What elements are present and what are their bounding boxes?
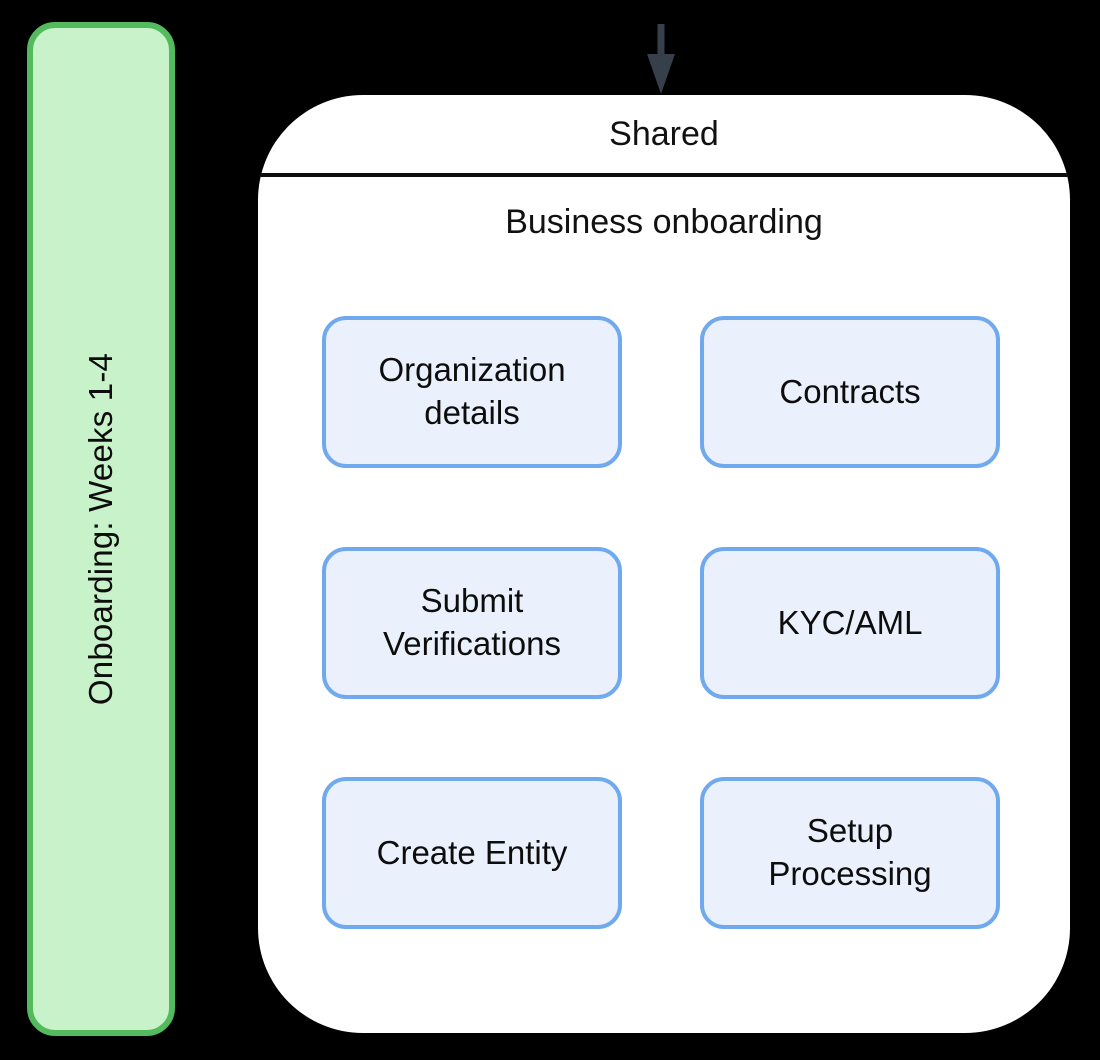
- shared-header: Shared: [258, 95, 1070, 177]
- task-kyc-aml[interactable]: KYC/AML: [700, 547, 1000, 699]
- task-label: Organization details: [378, 351, 566, 431]
- task-contracts[interactable]: Contracts: [700, 316, 1000, 468]
- task-submit-verifications[interactable]: Submit Verifications: [322, 547, 622, 699]
- shared-header-label: Shared: [609, 114, 719, 153]
- business-onboarding-title: Business onboarding: [505, 203, 823, 241]
- task-setup-processing[interactable]: Setup Processing: [700, 777, 1000, 929]
- shared-container[interactable]: Shared Business onboarding Organization …: [258, 95, 1070, 1033]
- task-label: Setup Processing: [768, 812, 932, 892]
- onboarding-phase-label: Onboarding: Weeks 1-4: [82, 352, 119, 706]
- task-label: Submit Verifications: [383, 582, 561, 662]
- onboarding-phase-bar[interactable]: Onboarding: Weeks 1-4: [27, 22, 175, 1036]
- task-create-entity[interactable]: Create Entity: [322, 777, 622, 929]
- down-arrow-icon[interactable]: [646, 24, 676, 94]
- task-label: Create Entity: [376, 833, 568, 871]
- task-organization-details[interactable]: Organization details: [322, 316, 622, 468]
- task-label: KYC/AML: [777, 603, 923, 641]
- task-label: Contracts: [779, 372, 921, 410]
